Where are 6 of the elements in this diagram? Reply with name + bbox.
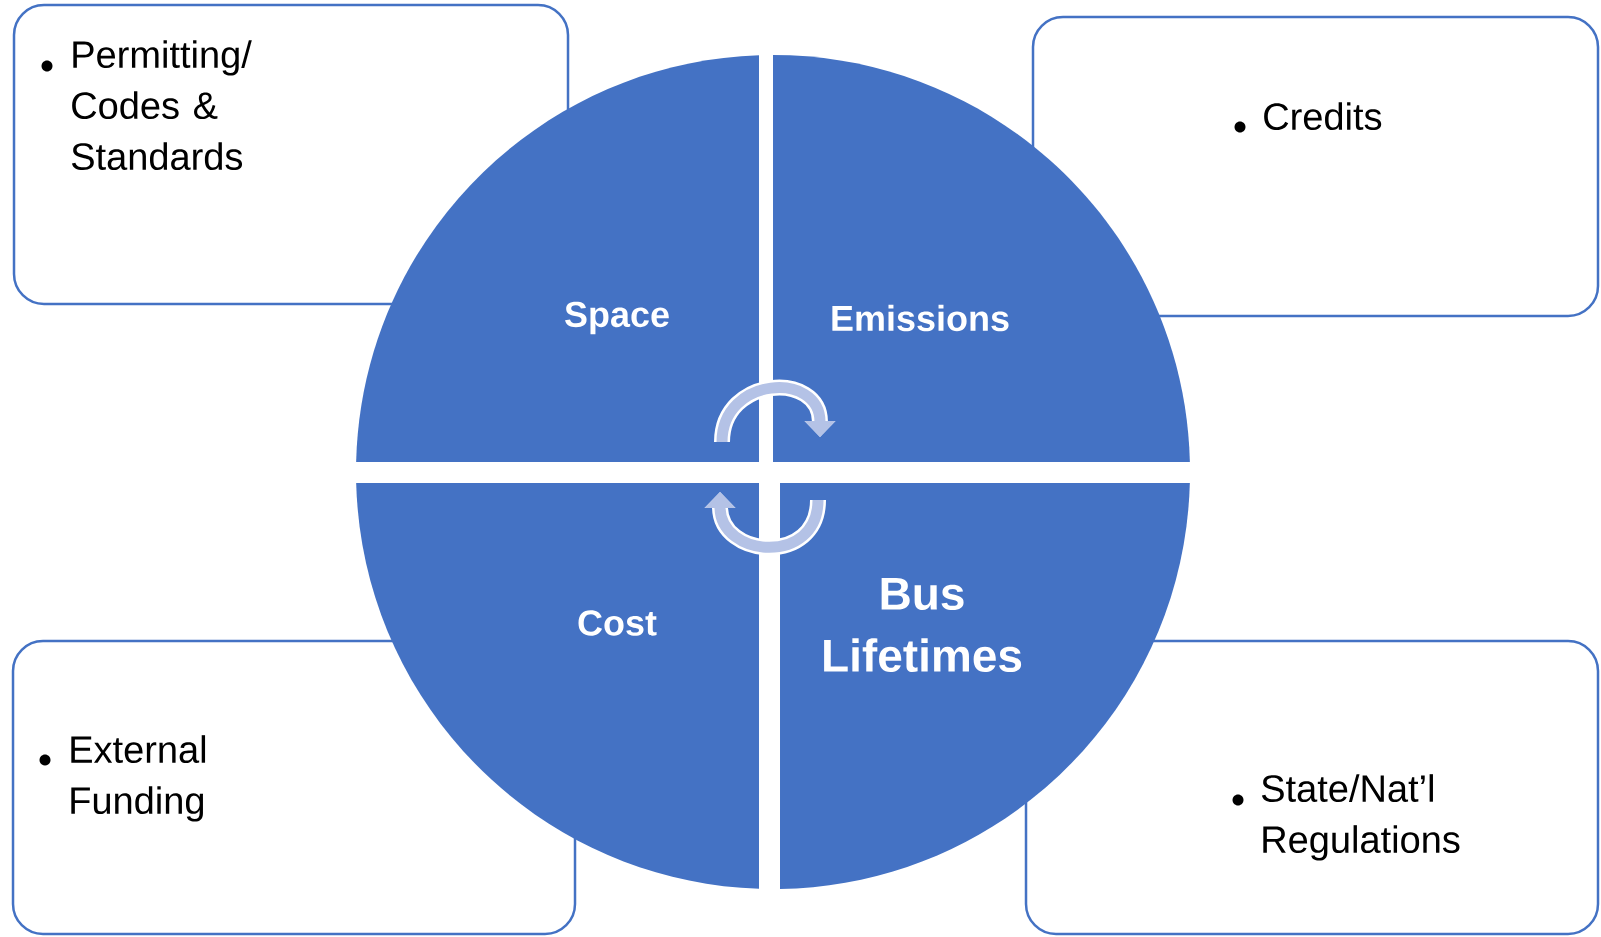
quadrant: Bus Lifetimes: [780, 483, 1190, 889]
quadrant: Emissions: [773, 55, 1190, 462]
quadrant: Cost: [356, 483, 759, 889]
quadrant: Space: [356, 55, 759, 462]
curved-arrow: [714, 379, 836, 443]
curved-arrow: [704, 492, 826, 556]
